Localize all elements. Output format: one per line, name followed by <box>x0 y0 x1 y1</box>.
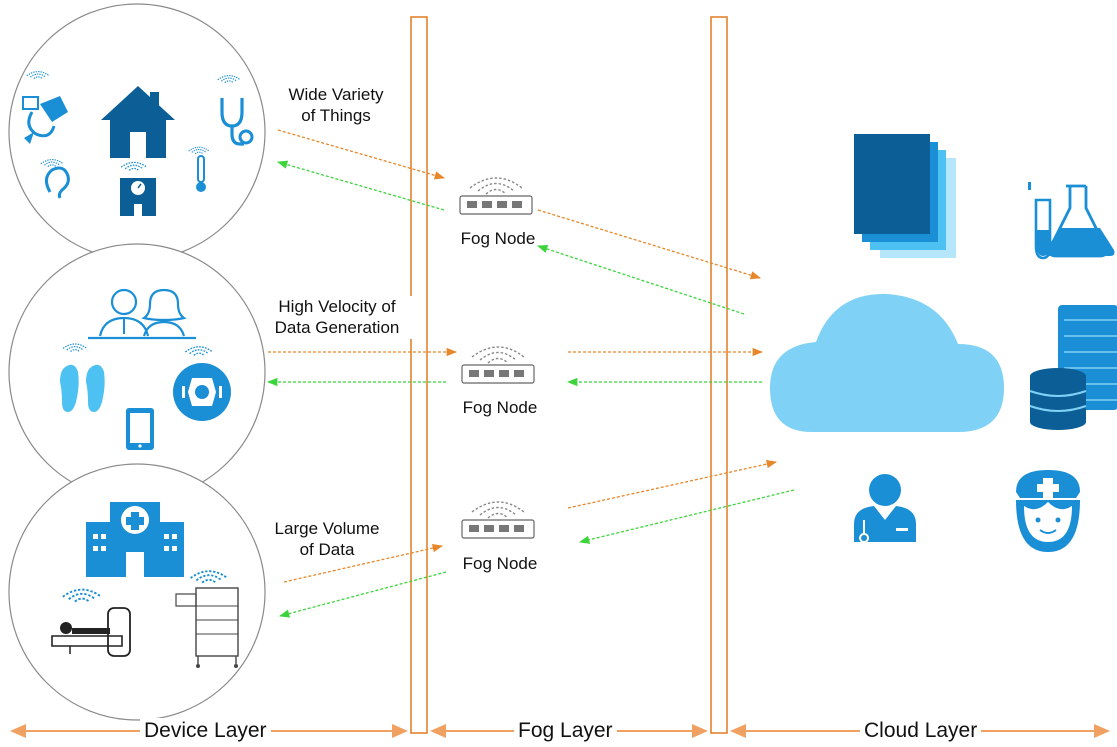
lab-flask-icon <box>1028 182 1115 260</box>
fog-node-switch-1 <box>459 177 533 215</box>
wearable-sensor-icon <box>22 71 68 144</box>
variety-label-line2: of Things <box>301 106 371 126</box>
fog-node-label-1: Fog Node <box>460 229 536 248</box>
fog-node-label-3: Fog Node <box>462 554 538 573</box>
doctor-patient-icon <box>88 288 196 340</box>
hospital-icon <box>86 502 184 577</box>
stethoscope-icon <box>217 75 254 146</box>
device-layer-label: Device Layer <box>140 718 271 744</box>
fog-cloud-separator <box>710 16 728 734</box>
uplink-arrow-1a <box>277 129 445 180</box>
device-group-circle-2 <box>8 243 266 501</box>
smartwatch-icon <box>173 346 231 421</box>
thermometer-icon <box>188 146 210 192</box>
volume-label-line1: Large Volume <box>274 519 380 538</box>
medical-cart-icon <box>175 570 239 668</box>
weight-scale-icon <box>120 161 156 216</box>
doctor-icon <box>854 474 916 543</box>
hearing-aid-icon <box>40 159 70 199</box>
volume-label-line2: of Data <box>299 540 355 560</box>
uplink-arrow-3a <box>283 544 444 583</box>
variety-label: Wide Variety of Things <box>272 84 400 127</box>
volume-label: Large Volume of Data <box>272 518 382 561</box>
uplink-arrow-1b <box>537 209 761 280</box>
downlink-arrow-3b <box>578 489 795 544</box>
data-flow-arrows <box>266 129 795 618</box>
documents-icon <box>854 134 956 258</box>
home-icon <box>101 86 175 158</box>
velocity-label-line1: High Velocity of <box>278 297 396 316</box>
cloud-icon <box>770 293 1004 432</box>
device-fog-separator <box>410 16 428 734</box>
nurse-icon <box>1016 470 1080 552</box>
tablet-icon <box>126 408 154 450</box>
database-server-icon <box>1029 305 1117 430</box>
fog-node-switch-2 <box>461 346 535 384</box>
fog-layer-label: Fog Layer <box>514 718 617 744</box>
fog-node-label-2: Fog Node <box>462 398 538 417</box>
mri-scanner-icon <box>51 588 131 657</box>
smart-shoes-icon <box>60 343 105 412</box>
downlink-arrow-3a <box>278 571 447 618</box>
velocity-label-line2: Data Generation <box>274 318 400 338</box>
uplink-arrow-3b <box>567 459 778 509</box>
fog-node-switch-3 <box>461 501 535 539</box>
downlink-arrow-1b <box>537 244 745 315</box>
velocity-label: High Velocity of Data Generation <box>262 296 412 339</box>
downlink-arrow-1a <box>277 160 445 211</box>
cloud-layer-label: Cloud Layer <box>860 718 982 744</box>
variety-label-line1: Wide Variety <box>288 85 384 104</box>
